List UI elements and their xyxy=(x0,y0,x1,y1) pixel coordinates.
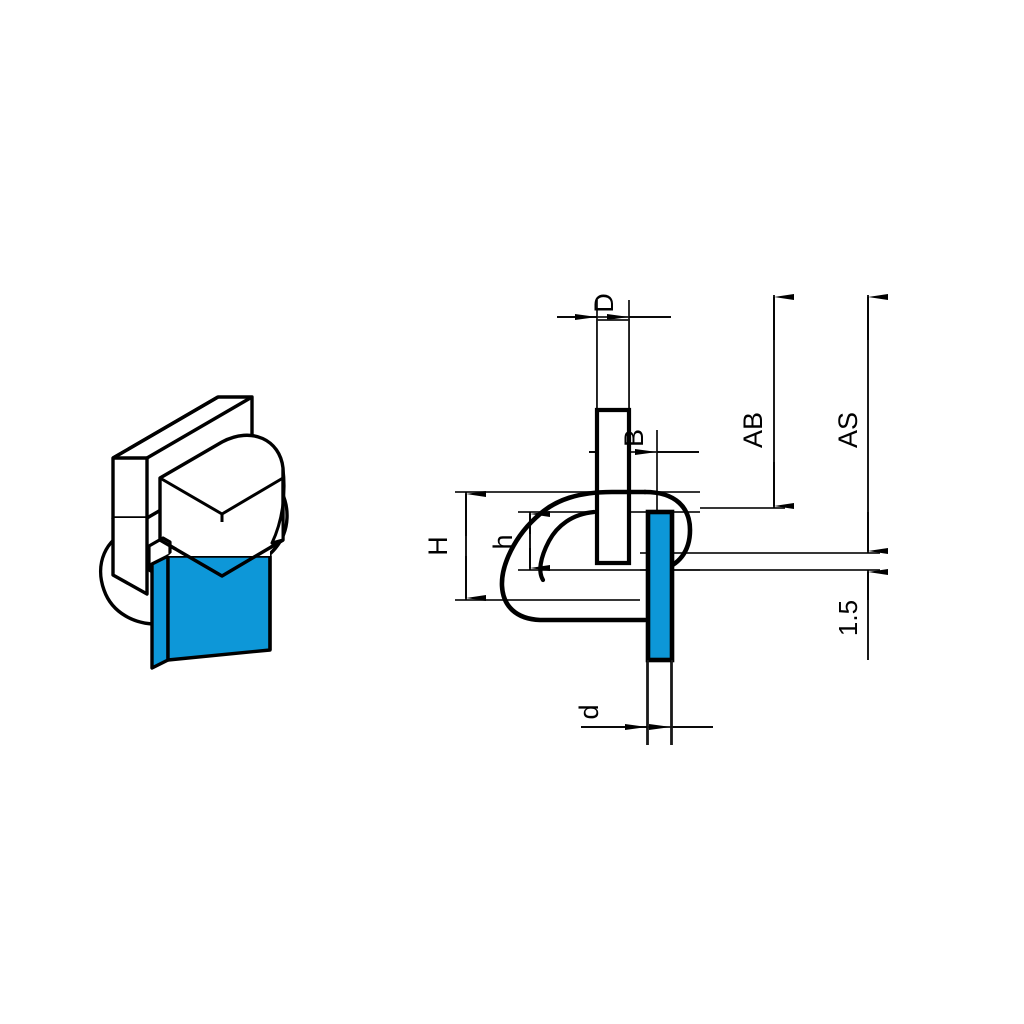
dim-label-one-point-five: 1.5 xyxy=(833,600,863,636)
iso-back-fin-lower xyxy=(111,518,149,596)
iso-blade-face-blue xyxy=(166,554,272,662)
iso-jaw-nose xyxy=(270,466,286,545)
section-view: D B AB AS H h d 1.5 xyxy=(423,293,888,745)
dim-label-AS: AS xyxy=(833,412,863,448)
profile-inner-box xyxy=(594,407,632,566)
dim-label-h: h xyxy=(488,534,518,549)
iso-blade-top-white xyxy=(168,522,270,556)
dim-label-H: H xyxy=(423,536,453,556)
iso-jaw-bottom-edge xyxy=(159,538,284,578)
profile-upper-fin-thin xyxy=(596,319,630,411)
dim-label-d: d xyxy=(574,704,604,719)
profile-hook-throat xyxy=(538,509,597,583)
dim-label-D: D xyxy=(589,293,619,313)
dim-label-B: B xyxy=(619,429,649,447)
iso-back-fin-ridge xyxy=(146,395,253,460)
profile-hook-left xyxy=(499,489,648,623)
profile-blade-blue xyxy=(645,509,675,663)
isometric-view xyxy=(99,395,289,670)
iso-back-fin-top-edge xyxy=(112,395,219,460)
dim-label-AB: AB xyxy=(738,412,768,448)
iso-blade-edge-blue xyxy=(150,554,170,670)
